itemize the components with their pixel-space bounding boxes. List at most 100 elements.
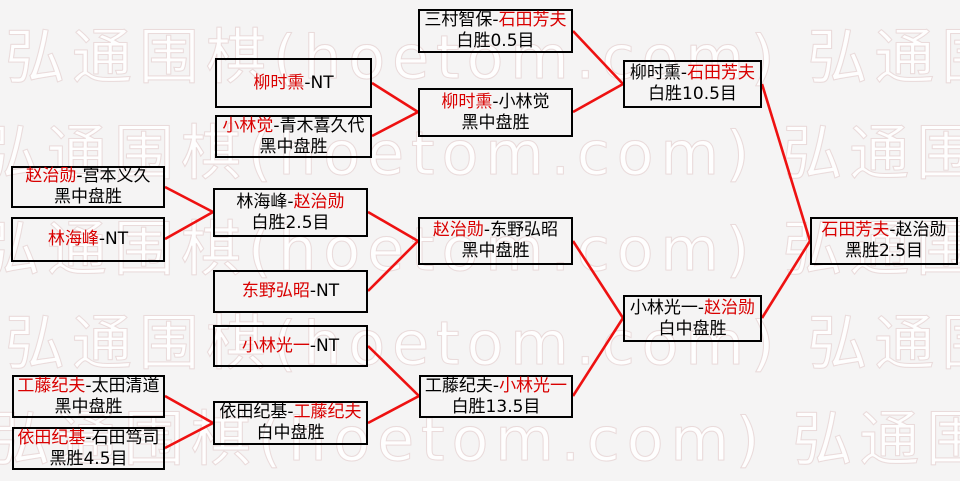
connector-line — [367, 345, 420, 397]
player1-name: 工藤纪夫 — [17, 375, 86, 396]
player2-name: 青木喜久代 — [279, 115, 365, 136]
game-result: 白中盘胜 — [658, 318, 727, 339]
connector-line — [367, 394, 420, 425]
game-result: 白胜2.5目 — [251, 212, 330, 233]
match-box-mid-qf2-game2: 小林觉-青木喜久代 黑中盘胜 — [215, 115, 372, 158]
matchup-line: 赵治勋-宫本义久 — [25, 166, 150, 187]
matchup-line: 林海峰-赵治勋 — [236, 192, 344, 213]
player1-name: 林海峰 — [47, 229, 99, 249]
player2-name: 太田清道 — [91, 375, 160, 396]
player1-name: 依田纪基 — [219, 402, 288, 422]
game-result: 黑胜4.5目 — [49, 448, 128, 469]
name-separator: - — [287, 402, 294, 422]
connector-line — [572, 82, 624, 114]
matchup-line: 石田芳夫-赵治勋 — [821, 220, 946, 241]
game-result: 黑中盘胜 — [54, 187, 122, 207]
player2-name: NT — [316, 281, 340, 301]
matchup-line: 依田纪基-石田笃司 — [17, 428, 159, 449]
game-result: 黑中盘胜 — [259, 136, 328, 157]
player1-name: 柳时熏 — [629, 63, 681, 83]
match-box-mid-qf3-game2: 小林光一-NT — [213, 325, 368, 367]
matchup-line: 工藤纪夫-太田清道 — [17, 376, 159, 397]
matchup-line: 柳时熏-小林觉 — [441, 92, 549, 113]
name-separator: - — [76, 166, 83, 186]
player1-name: 三村智保 — [424, 10, 493, 30]
connector-line — [164, 185, 214, 214]
player2-name: 宫本义久 — [82, 166, 151, 186]
matchup-line: 小林光一-NT — [242, 336, 339, 357]
player1-name: 石田芳夫 — [821, 220, 890, 240]
player2-name: 石田芳夫 — [498, 10, 567, 30]
player2-name: 赵治勋 — [293, 191, 345, 212]
player2-name: 石田芳夫 — [687, 63, 756, 83]
player2-name: NT — [310, 72, 334, 93]
player2-name: NT — [316, 335, 340, 356]
match-box-r3-top-game: 三村智保-石田芳夫 白胜0.5目 — [418, 9, 573, 53]
player1-name: 工藤纪夫 — [424, 375, 493, 396]
player2-name: 赵治勋 — [704, 297, 756, 318]
game-result: 黑中盘胜 — [461, 112, 530, 133]
name-separator: - — [889, 220, 896, 240]
name-separator: - — [680, 63, 688, 83]
player1-name: 依田纪基 — [17, 427, 86, 448]
player1-name: 柳时熏 — [441, 91, 493, 112]
name-separator: - — [85, 427, 92, 448]
matchup-line: 东野弘昭-NT — [242, 281, 339, 302]
matchup-line: 柳时熏-石田芳夫 — [630, 63, 755, 84]
connector-line — [572, 30, 624, 85]
match-box-r3-match3: 工藤纪夫-小林光一 白胜13.5目 — [419, 375, 573, 418]
player2-name: 小林觉 — [498, 91, 550, 112]
name-separator: - — [287, 191, 294, 212]
player1-name: 柳时熏 — [253, 72, 305, 93]
connector-line — [164, 210, 214, 241]
connector-line — [371, 81, 419, 114]
game-result: 黑中盘胜 — [54, 396, 123, 417]
connector-line — [164, 394, 214, 425]
match-box-mid-qf3-game1: 东野弘昭-NT — [213, 270, 368, 313]
name-separator: - — [273, 115, 280, 136]
name-separator: - — [492, 10, 499, 30]
name-separator: - — [304, 72, 311, 93]
connector-line — [371, 110, 419, 138]
game-result: 黑胜2.5目 — [844, 241, 924, 261]
matchup-line: 小林光一-赵治勋 — [630, 298, 755, 319]
match-box-r3-match2: 赵治勋-东野弘昭 黑中盘胜 — [418, 217, 573, 265]
connector-line — [760, 240, 812, 319]
name-separator: - — [492, 375, 500, 396]
player2-name: 工藤纪夫 — [293, 402, 362, 422]
player2-name: 小林光一 — [499, 375, 568, 396]
connector-line — [367, 210, 419, 243]
matchup-line: 工藤纪夫-小林光一 — [425, 376, 567, 397]
match-box-mid-qf2-game1: 柳时熏-NT — [215, 58, 372, 108]
connector-line — [367, 240, 419, 292]
player2-name: 石田笃司 — [91, 427, 160, 448]
match-box-semifinal-top: 柳时熏-石田芳夫 白胜10.5目 — [623, 60, 762, 108]
name-separator: - — [85, 375, 92, 396]
match-box-semifinal-bottom: 小林光一-赵治勋 白中盘胜 — [623, 295, 762, 342]
game-result: 黑中盘胜 — [461, 241, 530, 261]
match-box-left-qf1-game1: 赵治勋-宫本义久 黑中盘胜 — [11, 166, 165, 208]
name-separator: - — [697, 297, 705, 318]
game-result: 白中盘胜 — [256, 423, 325, 443]
connector-line — [164, 421, 214, 450]
player2-name: 赵治勋 — [895, 220, 947, 240]
player1-name: 东野弘昭 — [241, 281, 310, 301]
matchup-line: 依田纪基-工藤纪夫 — [219, 402, 361, 423]
match-box-r3-match1: 柳时熏-小林觉 黑中盘胜 — [418, 88, 573, 137]
name-separator: - — [309, 335, 317, 356]
matchup-line: 小林觉-青木喜久代 — [222, 116, 364, 137]
match-box-mid-match1: 林海峰-赵治勋 白胜2.5目 — [213, 188, 368, 237]
match-box-final: 石田芳夫-赵治勋 黑胜2.5目 — [810, 217, 958, 265]
player2-name: NT — [105, 229, 129, 249]
player1-name: 小林光一 — [241, 335, 310, 356]
player1-name: 小林光一 — [629, 297, 698, 318]
connector-line — [760, 83, 812, 242]
name-separator: - — [98, 229, 106, 249]
player2-name: 东野弘昭 — [490, 220, 559, 240]
matchup-line: 柳时熏-NT — [253, 73, 333, 94]
match-box-mid-match2: 依田纪基-工藤纪夫 白中盘胜 — [213, 401, 368, 445]
match-box-left-qf1-game2: 林海峰-NT — [11, 217, 165, 262]
player1-name: 赵治勋 — [25, 166, 77, 186]
